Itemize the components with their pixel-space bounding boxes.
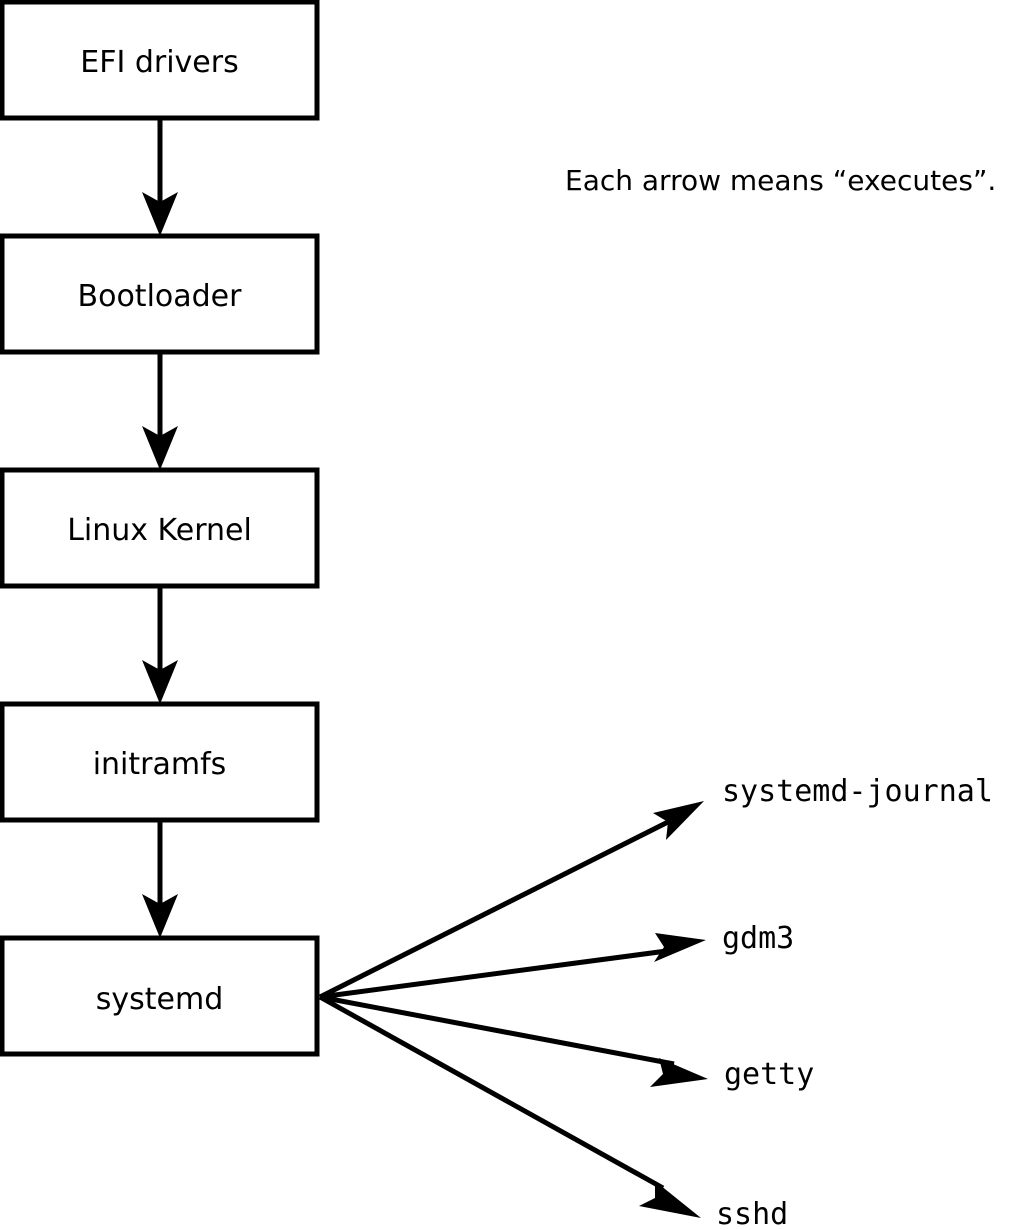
arrow-bootloader-to-linux-kernel	[142, 352, 178, 470]
node-systemd[interactable]: systemd	[0, 935, 320, 1057]
arrow-linux-kernel-to-initramfs	[142, 586, 178, 704]
node-efi-drivers[interactable]: EFI drivers	[0, 0, 320, 121]
arrow-systemd-to-getty	[319, 994, 708, 1087]
leaf-label-sshd: sshd	[716, 1197, 788, 1230]
leaf-label-gdm3: gdm3	[722, 921, 794, 956]
node-box-rect	[0, 935, 320, 1057]
node-label-linux-kernel: Linux Kernel	[67, 513, 252, 548]
node-label-efi-drivers: EFI drivers	[80, 45, 238, 80]
leaf-label-systemd-journal: systemd-journal	[722, 774, 993, 809]
node-linux-kernel[interactable]: Linux Kernel	[0, 467, 320, 589]
node-box-rect	[0, 0, 320, 121]
arrow-efi-drivers-to-bootloader	[142, 118, 178, 236]
node-box-rect	[0, 701, 320, 823]
node-label-bootloader: Bootloader	[78, 279, 243, 314]
arrow-systemd-to-systemd-journal	[318, 801, 704, 1000]
arrow-initramfs-to-systemd	[142, 820, 178, 938]
node-initramfs[interactable]: initramfs	[0, 701, 320, 823]
node-label-initramfs: initramfs	[93, 747, 227, 782]
node-label-systemd: systemd	[96, 982, 224, 1017]
arrow-systemd-to-sshd	[318, 994, 701, 1218]
diagram-caption: Each arrow means “executes”.	[565, 164, 996, 197]
node-box-rect	[0, 233, 320, 355]
node-bootloader[interactable]: Bootloader	[0, 233, 320, 355]
arrow-systemd-to-gdm3	[319, 933, 706, 1000]
leaf-label-getty: getty	[724, 1057, 814, 1092]
